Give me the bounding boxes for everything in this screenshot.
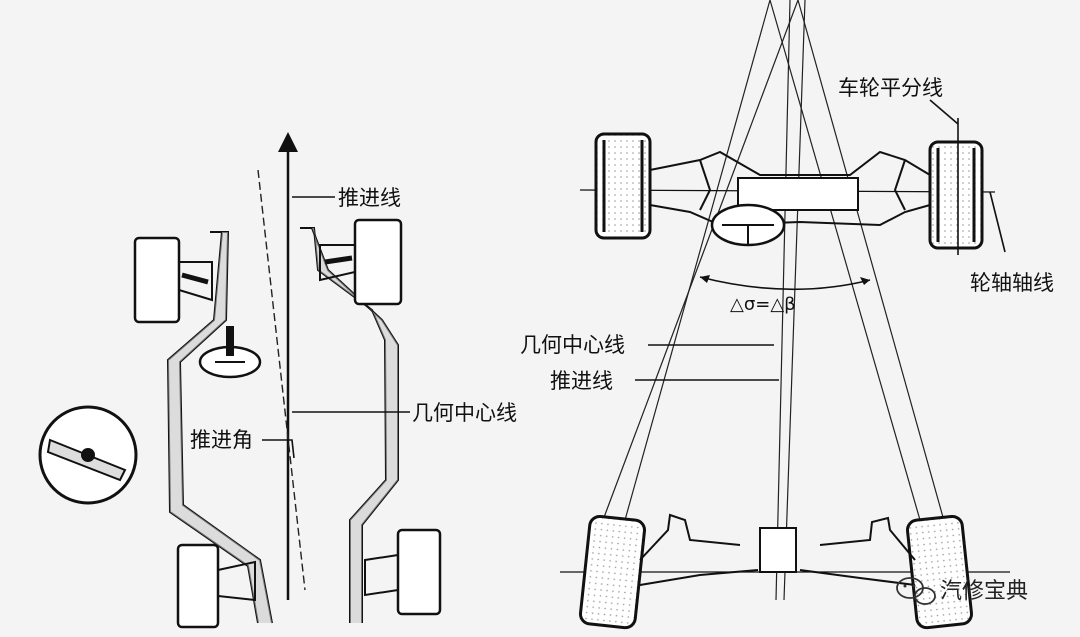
right-thrust-line-label: 推进线 xyxy=(550,369,613,393)
left-front-left-wheel xyxy=(133,236,213,324)
right-angle-arc xyxy=(699,276,871,291)
left-rear-left-wheel xyxy=(176,543,256,629)
left-diagram: 推进线 几何中心线 推进角 xyxy=(38,132,517,629)
right-wheel-bisector-label: 车轮平分线 xyxy=(838,76,943,100)
right-diagram: 车轮平分线 轮轴轴线 △σ=△β 几何中心线 推进线 xyxy=(520,0,1054,630)
right-angle-arc-arrow-left xyxy=(700,275,710,283)
right-axle-line-label: 轮轴轴线 xyxy=(970,271,1054,295)
right-angle-formula-label: △σ=△β xyxy=(730,294,796,315)
right-rear-suspension xyxy=(639,513,916,586)
right-rear-left-wheel xyxy=(578,514,647,630)
left-geometric-centerline xyxy=(257,169,306,591)
left-thrust-angle-label: 推进角 xyxy=(190,428,253,452)
left-steering-wheel xyxy=(198,326,262,379)
left-thrust-line-label: 推进线 xyxy=(338,186,401,210)
right-front-suspension xyxy=(649,150,931,227)
left-geometric-centerline-label: 几何中心线 xyxy=(412,401,517,425)
left-rear-right-wheel xyxy=(364,528,442,616)
left-steering-wheel-detail xyxy=(38,405,138,505)
left-frame-rail-fill xyxy=(168,228,398,623)
watermark: 汽修宝典 xyxy=(896,577,1028,605)
right-front-right-wheel xyxy=(928,140,984,250)
left-thrust-angle-leader xyxy=(262,439,295,459)
watermark-text: 汽修宝典 xyxy=(940,579,1028,604)
right-axle-line-leader xyxy=(989,191,1006,253)
right-geometric-centerline-label: 几何中心线 xyxy=(520,333,625,357)
wechat-icon xyxy=(896,577,936,605)
right-front-left-wheel xyxy=(594,132,652,240)
left-front-right-wheel xyxy=(319,218,403,306)
right-construction-lines xyxy=(587,0,956,601)
right-rear-right-wheel xyxy=(905,514,974,630)
right-wheel-bisector-leader xyxy=(929,99,959,125)
right-angle-arc-arrow-right xyxy=(860,277,870,285)
right-steering-wheel xyxy=(710,203,786,247)
